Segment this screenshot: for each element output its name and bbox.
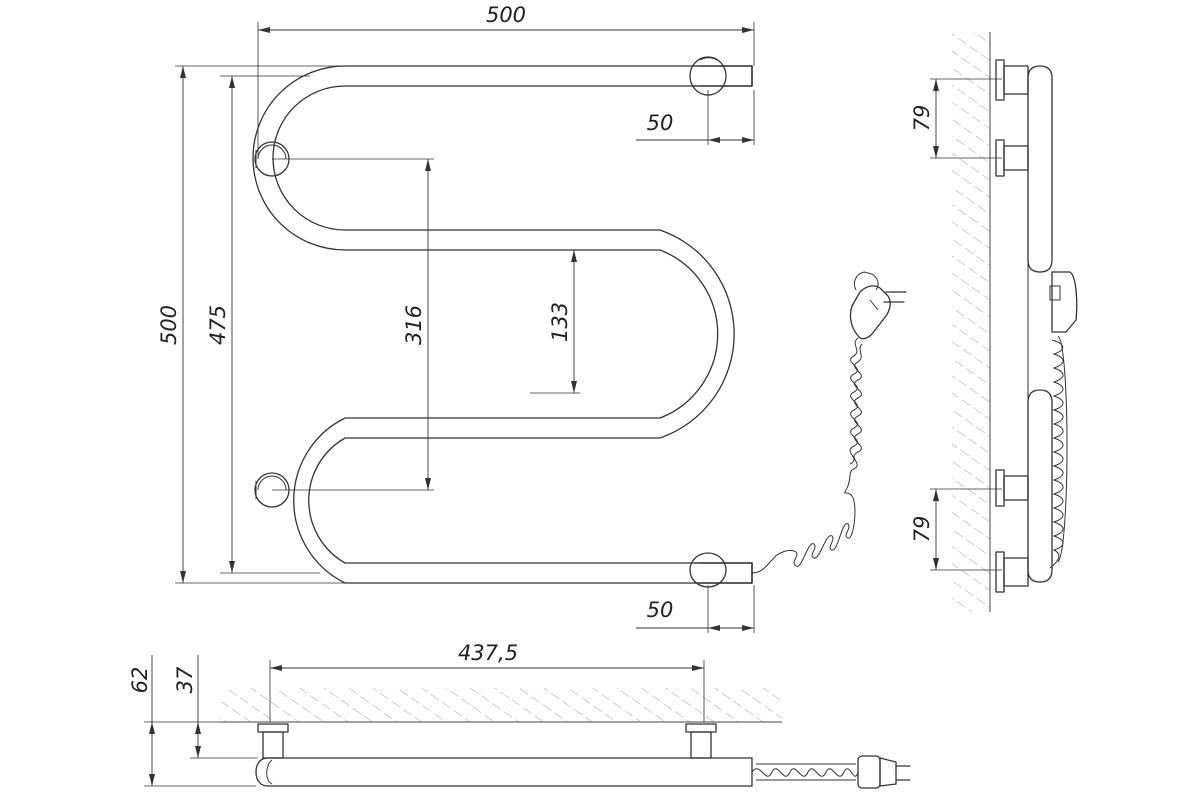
dim-pitch-small: 133 bbox=[548, 302, 572, 342]
coiled-cable bbox=[751, 489, 856, 574]
top-plug-icon bbox=[857, 755, 911, 789]
top-bracket-right bbox=[685, 723, 717, 759]
dim-height-inner: 475 bbox=[206, 305, 230, 345]
towel-rail-pipe-inner bbox=[272, 85, 753, 564]
side-pipe-lower bbox=[1027, 389, 1053, 583]
dim-depth-axis: 37 bbox=[173, 666, 197, 693]
dim-bracket-top: 79 bbox=[910, 105, 934, 132]
dim-offset-bottom: 50 bbox=[647, 598, 674, 622]
dim-width-total: 500 bbox=[486, 3, 526, 27]
side-bracket-lower-mid bbox=[995, 469, 1029, 507]
dim-bracket-bottom: 79 bbox=[910, 516, 934, 543]
side-bracket-bottom bbox=[995, 551, 1029, 593]
top-view: 437,5 62 37 bbox=[128, 641, 911, 789]
wall-section-top bbox=[220, 688, 782, 722]
dim-offset-top: 50 bbox=[647, 111, 674, 135]
front-view: 500 500 475 316 133 50 50 bbox=[157, 3, 907, 633]
side-coiled-cable bbox=[1049, 339, 1064, 569]
switch-box bbox=[1049, 271, 1078, 333]
side-pipe-upper bbox=[1027, 65, 1053, 273]
dim-length: 437,5 bbox=[458, 641, 518, 665]
side-view: 79 79 bbox=[910, 32, 1078, 612]
dim-depth-total: 62 bbox=[128, 667, 152, 694]
towel-rail-pipe-outer bbox=[252, 65, 753, 584]
side-bracket-top bbox=[995, 59, 1029, 101]
dim-height-total: 500 bbox=[157, 305, 181, 345]
dim-pitch-large: 316 bbox=[402, 305, 426, 345]
wall-section-side bbox=[952, 32, 990, 612]
top-bracket-left bbox=[257, 723, 289, 759]
top-pipe bbox=[255, 757, 753, 787]
bracket-bottom-right bbox=[689, 552, 753, 588]
power-plug-icon bbox=[849, 271, 907, 340]
top-coiled-cable bbox=[751, 768, 859, 777]
bracket-top-right bbox=[689, 56, 753, 96]
